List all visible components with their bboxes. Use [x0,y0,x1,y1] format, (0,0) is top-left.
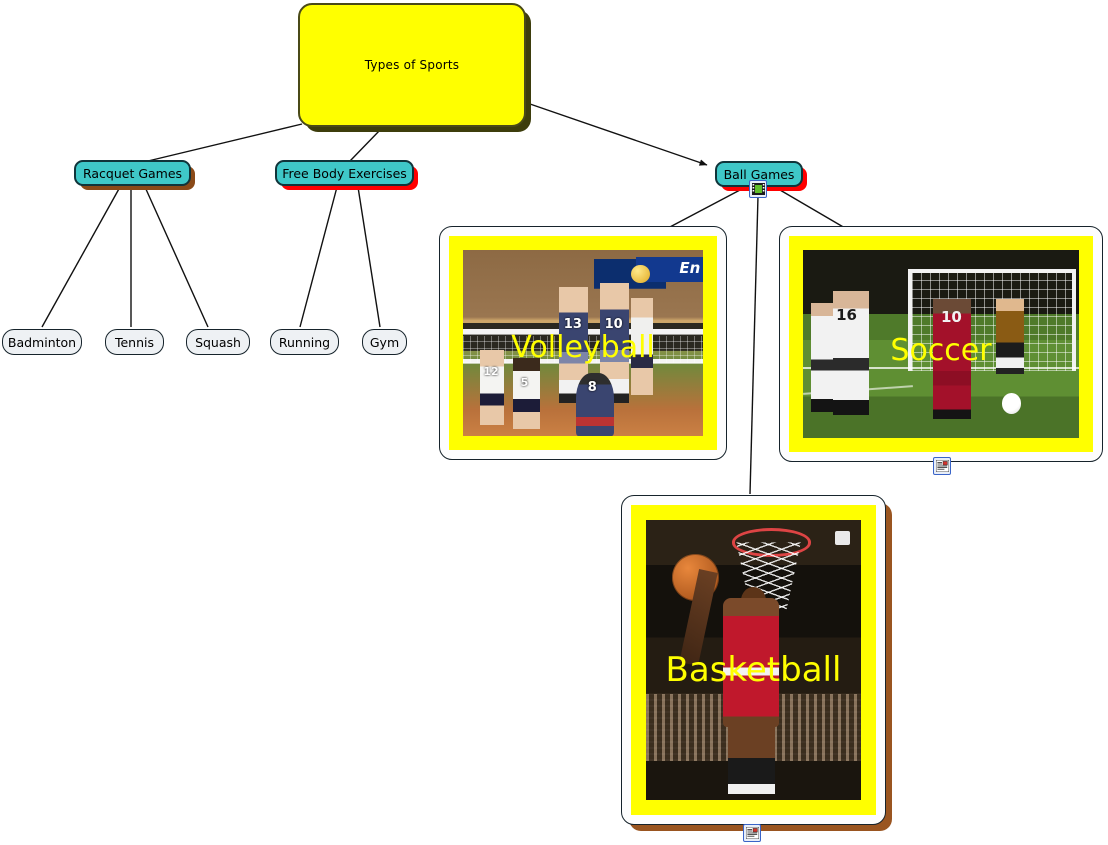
link-racquet-squash [144,186,209,328]
tennis-label: Tennis [114,334,155,350]
link-ballgames-basketball [749,195,759,495]
root-label: Types of Sports [364,58,460,72]
concept-node-basketball[interactable]: Basketball [621,495,886,825]
volleyball-ball [631,264,651,284]
basketball-frame: Basketball [631,505,876,815]
concept-node-squash[interactable]: Squash [186,329,250,355]
concept-node-tennis[interactable]: Tennis [105,329,164,355]
jersey-number: 5 [520,376,529,390]
racquet-games-label: Racquet Games [82,165,183,181]
link-ballgames-volleyball [667,189,741,229]
link-freebody-running [299,186,338,328]
jersey-number: 8 [587,380,597,396]
film-strip-icon[interactable] [749,180,767,198]
document-image-icon[interactable] [933,457,951,475]
document-image-icon[interactable] [743,824,761,842]
basketball-photo [646,520,861,800]
ball-games-label: Ball Games [723,166,795,182]
link-root-freebody [349,127,383,162]
soccer-frame: 16 10 Soccer [789,236,1093,452]
link-ballgames-soccer [779,189,846,229]
jersey-number: 16 [836,306,857,325]
concept-node-volleyball[interactable]: 13 10 8 12 5 Volleyball [439,226,727,460]
badminton-label: Badminton [7,334,77,350]
volleyball-frame: 13 10 8 12 5 Volleyball [449,236,717,450]
link-racquet-badminton [41,186,121,328]
concept-node-gym[interactable]: Gym [362,329,407,355]
free-body-exercises-label: Free Body Exercises [282,165,407,181]
concept-node-root[interactable]: Types of Sports [298,3,526,127]
concept-node-badminton[interactable]: Badminton [2,329,82,355]
gym-label: Gym [369,334,400,350]
concept-node-soccer[interactable]: 16 10 Soccer [779,226,1103,462]
link-root-ballgames [529,103,708,166]
jersey-number: 12 [483,365,499,379]
soccer-photo: 16 10 [803,250,1079,438]
concept-node-free-body-exercises[interactable]: Free Body Exercises [275,160,414,186]
volleyball-photo: 13 10 8 12 5 [463,250,703,436]
soccer-ball [1001,392,1022,414]
link-root-racquet [147,123,303,162]
concept-node-running[interactable]: Running [270,329,339,355]
running-label: Running [278,334,331,350]
jersey-number: 10 [941,308,962,327]
concept-node-racquet-games[interactable]: Racquet Games [74,160,191,186]
jersey-number: 13 [563,316,582,332]
squash-label: Squash [195,334,241,350]
jersey-number: 10 [604,316,623,332]
link-freebody-gym [357,186,381,328]
